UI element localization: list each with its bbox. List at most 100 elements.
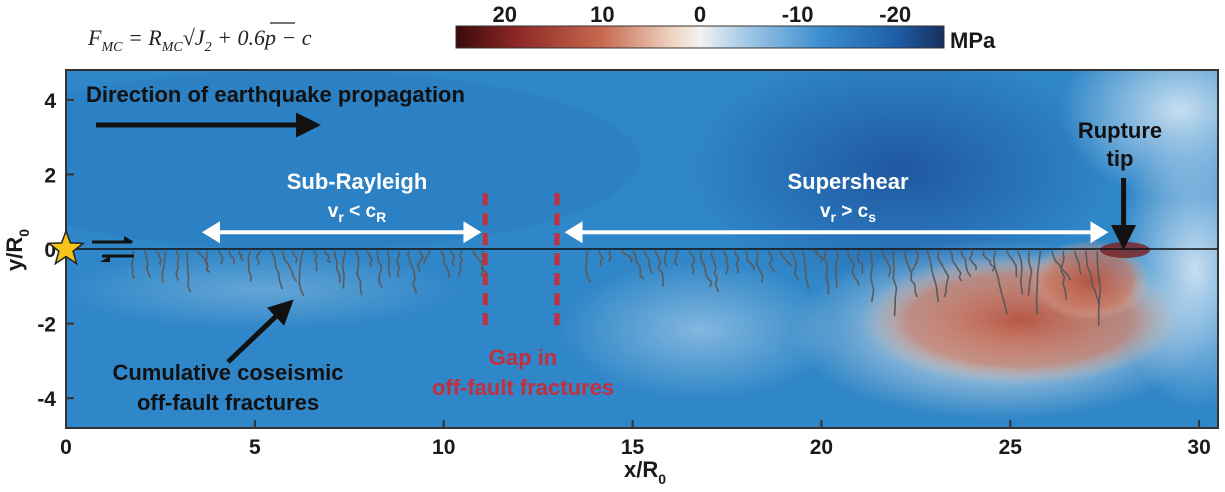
fracture <box>417 250 424 272</box>
fracture <box>143 250 151 278</box>
fracture <box>688 250 696 275</box>
fracture <box>834 250 839 288</box>
fracture <box>423 250 431 265</box>
fracture <box>396 250 401 278</box>
x-tick-label: 5 <box>249 436 261 459</box>
y-tick-label: -4 <box>37 388 56 411</box>
colorbar <box>455 25 945 49</box>
x-tick-label: 15 <box>621 436 645 459</box>
colorbar-tick-label: -20 <box>879 2 911 27</box>
gap-label-line1: Gap in <box>489 345 557 370</box>
off-fault-fractures <box>130 250 1102 326</box>
regime-arrow-head-right-0 <box>463 221 482 244</box>
fracture <box>937 250 950 298</box>
fracture <box>205 250 211 273</box>
star-icon <box>46 228 86 266</box>
gap-label-line2: off-fault fractures <box>432 375 614 400</box>
colorbar-tick-label: 0 <box>694 2 706 27</box>
regime-arrow-head-left-1 <box>564 221 583 244</box>
fracture <box>175 250 180 281</box>
fracture <box>869 250 875 303</box>
fracture <box>926 250 940 303</box>
fracture <box>654 250 664 287</box>
fracture <box>710 250 720 293</box>
slip-sense-arrows <box>92 236 134 262</box>
fracture <box>291 250 298 263</box>
fracture <box>745 250 755 271</box>
fracture <box>471 250 489 277</box>
rupture-tip-label-line2: tip <box>1107 146 1134 171</box>
colorbar-unit: MPa <box>950 28 996 53</box>
fracture <box>247 250 252 282</box>
fracture <box>334 251 341 283</box>
fracture <box>733 250 739 274</box>
fractures-label-line2: off-fault fractures <box>137 390 319 415</box>
fracture <box>1027 250 1033 296</box>
colorbar-tick-label: -10 <box>782 2 814 27</box>
fracture <box>969 250 977 270</box>
y-axis-label: y/R0 <box>2 229 32 271</box>
sub-rayleigh-relation: vr < cR <box>328 201 386 225</box>
x-axis-label: x/R0 <box>624 457 666 487</box>
x-tick-label: 0 <box>60 436 72 459</box>
fracture <box>597 250 604 267</box>
x-tick-label: 30 <box>1187 436 1210 459</box>
fracture <box>790 250 799 281</box>
fracture <box>366 250 373 267</box>
fracture <box>993 250 1008 315</box>
fracture <box>1005 250 1018 278</box>
fracture <box>881 250 892 277</box>
regime-arrow-head-left-0 <box>201 221 220 244</box>
fracture <box>376 250 383 288</box>
fracture <box>298 250 305 296</box>
fracture <box>228 250 235 264</box>
fracture <box>154 250 162 266</box>
fractures-label-line1: Cumulative coseismic <box>112 360 343 385</box>
fracture <box>1035 250 1042 315</box>
fracture <box>387 250 391 277</box>
colorbar-tick-label: 10 <box>590 2 614 27</box>
fracture <box>673 250 679 267</box>
fracture <box>457 250 463 277</box>
fracture <box>281 250 298 282</box>
regime-arrow-head-right-1 <box>1090 221 1109 244</box>
fracture <box>341 250 347 289</box>
fracture <box>1085 250 1101 306</box>
fractures-pointer-arrow <box>226 299 294 364</box>
fracture <box>699 250 713 288</box>
fracture <box>585 250 592 283</box>
fracture <box>161 250 167 284</box>
fracture <box>186 250 192 293</box>
regime-arrows <box>201 221 1109 244</box>
fracture <box>1017 250 1024 295</box>
fracture <box>824 250 830 295</box>
fracture <box>620 250 634 264</box>
fracture <box>903 250 918 298</box>
fracture <box>1073 250 1082 275</box>
y-tick-label: 0 <box>44 239 56 262</box>
x-tick-label: 10 <box>432 436 455 459</box>
y-tick-label: 2 <box>44 164 56 187</box>
fracture <box>450 250 456 266</box>
fracture <box>238 250 244 262</box>
fracture <box>313 250 318 272</box>
fracture <box>856 250 864 274</box>
x-tick-label: 25 <box>999 436 1023 459</box>
y-tick-label: 4 <box>44 90 56 113</box>
fracture <box>892 250 898 317</box>
fracture <box>355 250 363 296</box>
fracture <box>217 250 224 265</box>
fracture <box>911 250 920 272</box>
fracture <box>407 250 418 295</box>
fracture <box>643 250 653 274</box>
fracture <box>767 250 775 272</box>
fracture <box>779 250 793 268</box>
colorbar-tick-label: 20 <box>493 2 517 27</box>
fracture <box>1060 250 1068 301</box>
fracture <box>440 250 451 279</box>
fracture <box>755 250 764 283</box>
fracture <box>813 250 824 263</box>
fracture <box>1096 250 1102 326</box>
fracture <box>949 250 963 282</box>
